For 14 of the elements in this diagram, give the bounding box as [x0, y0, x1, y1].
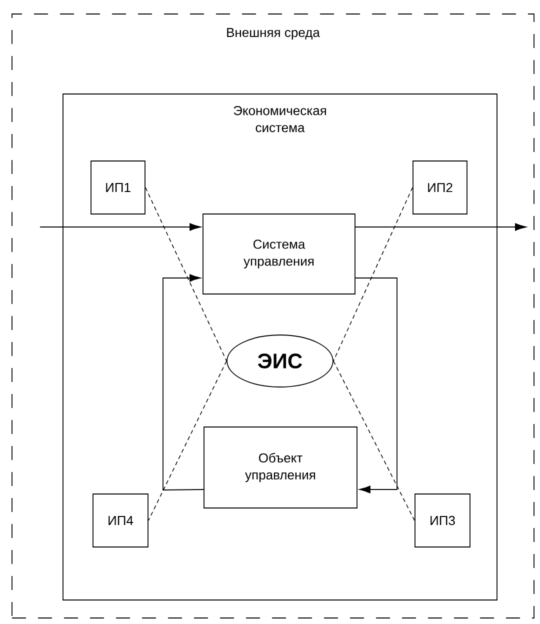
arrow	[162, 274, 204, 490]
dashed-line	[148, 360, 227, 521]
process-box: ИП2	[412, 160, 468, 214]
process-box: Система управления	[202, 214, 356, 294]
dashed-line	[333, 187, 413, 362]
dashed-line	[145, 187, 227, 362]
arrow	[355, 223, 526, 231]
process-box: ИП4	[92, 494, 148, 548]
process-box: Объект управления	[204, 426, 358, 508]
arrow	[355, 278, 398, 494]
arrow	[40, 223, 201, 231]
dashed-line	[333, 360, 415, 521]
process-box: ИП3	[414, 494, 470, 548]
process-box: ИП1	[90, 160, 146, 214]
